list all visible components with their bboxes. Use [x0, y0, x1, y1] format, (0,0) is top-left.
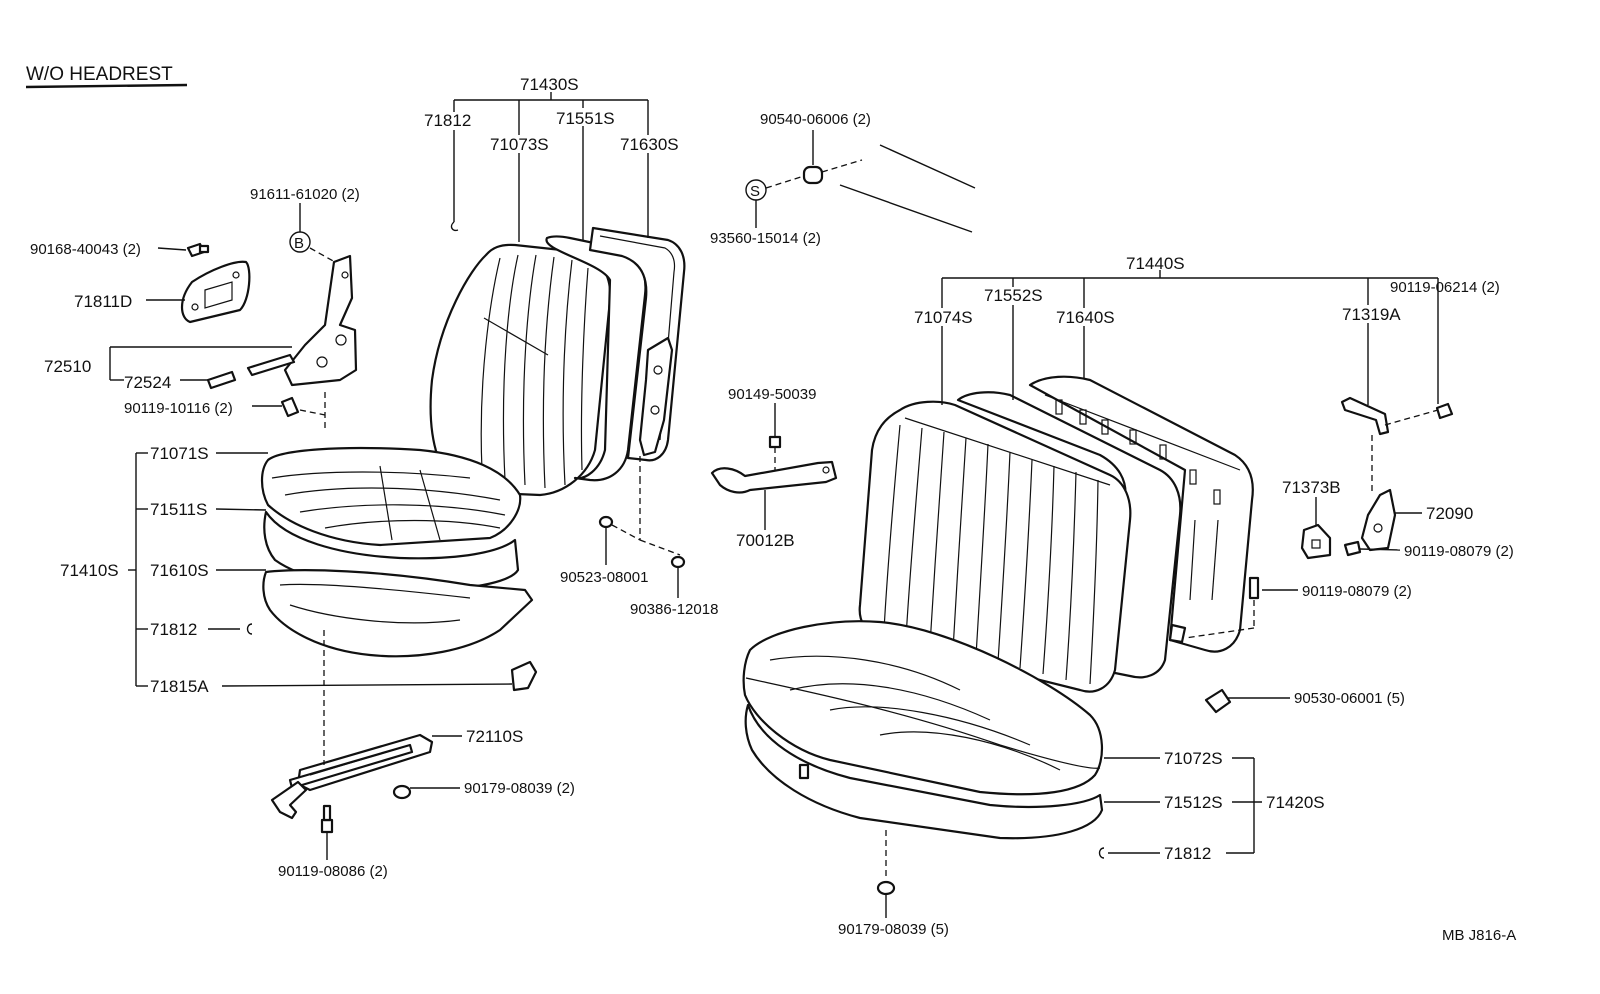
front-seatback-pad-71551S [545, 235, 647, 482]
label-71511S: 71511S [150, 500, 207, 519]
label-71512S: 71512S [1164, 793, 1223, 812]
label-71074S: 71074S [914, 308, 973, 327]
label-71410S: 71410S [60, 561, 119, 580]
bolt-90119-08079-b [1248, 576, 1260, 600]
svg-text:B: B [294, 235, 304, 252]
seat-track-72110S [270, 733, 434, 820]
rear-seatback-frame-71640S [1028, 375, 1254, 653]
label-90119-06214: 90119-06214 (2) [1390, 279, 1500, 296]
label-70012B: 70012B [736, 531, 795, 550]
label-71551S: 71551S [556, 109, 615, 128]
label-71420S: 71420S [1266, 793, 1325, 812]
label-71815A: 71815A [150, 677, 209, 696]
rear-cushion-hook [798, 763, 810, 780]
label-71552S: 71552S [984, 286, 1043, 305]
label-90523-08001: 90523-08001 [560, 569, 648, 586]
rear-seat-cushion-cover-71072S [742, 620, 1104, 796]
callout-s: S [745, 179, 767, 201]
label-71812-right: 71812 [1164, 844, 1211, 863]
label-71812-top: 71812 [424, 111, 471, 130]
rear-seat-cushion-pad-71512S [744, 703, 1104, 840]
label-71610S: 71610S [150, 561, 209, 580]
label-71630S: 71630S [620, 135, 679, 154]
label-71812-left: 71812 [150, 620, 197, 639]
label-72524: 72524 [124, 373, 171, 392]
label-71073S: 71073S [490, 135, 549, 154]
label-90386-12018: 90386-12018 [630, 601, 718, 618]
label-90530-06001: 90530-06001 (5) [1294, 690, 1405, 707]
bushing-90540-06006 [802, 165, 824, 185]
rear-seatback-pad-71552S [956, 391, 1182, 679]
label-93560-15014: 93560-15014 (2) [710, 230, 821, 247]
hinge-assembly-72510 [246, 254, 358, 387]
bolt-90119-06214 [1435, 402, 1454, 420]
label-71640S: 71640S [1056, 308, 1115, 327]
title-underline [25, 83, 188, 89]
diagram-code: MB J816-A [1442, 927, 1516, 944]
assist-grip-70012B [710, 460, 838, 494]
cover-plate-71811D [180, 260, 251, 324]
striker-71373B [1300, 523, 1332, 560]
pin-72524 [206, 370, 237, 390]
front-seatback-cover-71073S [429, 243, 612, 497]
label-90179-08039-5: 90179-08039 (5) [838, 921, 949, 938]
hinge-cover-71815A [510, 660, 538, 692]
label-71811D: 71811D [74, 292, 132, 311]
label-90119-08086: 90119-08086 (2) [278, 863, 388, 880]
screw-90149-50039 [768, 435, 782, 449]
label-90540-06006: 90540-06006 (2) [760, 111, 871, 128]
stopper-90530-06001 [1204, 688, 1232, 714]
nut-90179-08039 [392, 784, 412, 800]
recliner-side-plate [638, 336, 674, 457]
front-seat-cushion-frame-71610S [262, 569, 534, 658]
label-72510: 72510 [44, 357, 91, 376]
nut-90179-08039-rear [876, 880, 896, 896]
label-71319A: 71319A [1342, 305, 1401, 324]
label-90149-50039: 90149-50039 [728, 386, 816, 403]
label-71430S: 71430S [520, 75, 579, 94]
label-71440S: 71440S [1126, 254, 1185, 273]
lock-72090 [1360, 488, 1397, 552]
label-90168-40043: 90168-40043 (2) [30, 241, 141, 258]
diagram-title: W/O HEADREST [26, 64, 173, 85]
label-90119-08079-a: 90119-08079 (2) [1404, 543, 1514, 560]
nut-90386-12018 [670, 555, 686, 569]
front-seat-cushion-cover-71071S [260, 446, 522, 547]
label-72090: 72090 [1426, 504, 1473, 523]
label-90119-10116: 90119-10116 (2) [124, 400, 233, 417]
callout-b: B [289, 231, 311, 253]
bolt-90168-40043 [186, 242, 210, 258]
label-91611-61020: 91611-61020 (2) [250, 186, 360, 203]
bolt-90119-08086 [320, 804, 334, 834]
bolt-90119-08079-a [1343, 540, 1362, 557]
leader-lines [109, 92, 1439, 918]
svg-text:S: S [750, 183, 760, 200]
label-72110S: 72110S [466, 727, 523, 746]
bolt-90523-08001 [598, 515, 614, 529]
label-71072S: 71072S [1164, 749, 1223, 768]
rear-seatback-cover-71074S [858, 400, 1132, 693]
label-71071S: 71071S [150, 444, 209, 463]
label-90179-08039-2: 90179-08039 (2) [464, 780, 575, 797]
label-90119-08079-b: 90119-08079 (2) [1302, 583, 1412, 600]
bolt-90119-10116 [280, 396, 300, 418]
label-71373B: 71373B [1282, 478, 1341, 497]
bracket-71319A [1340, 396, 1390, 436]
